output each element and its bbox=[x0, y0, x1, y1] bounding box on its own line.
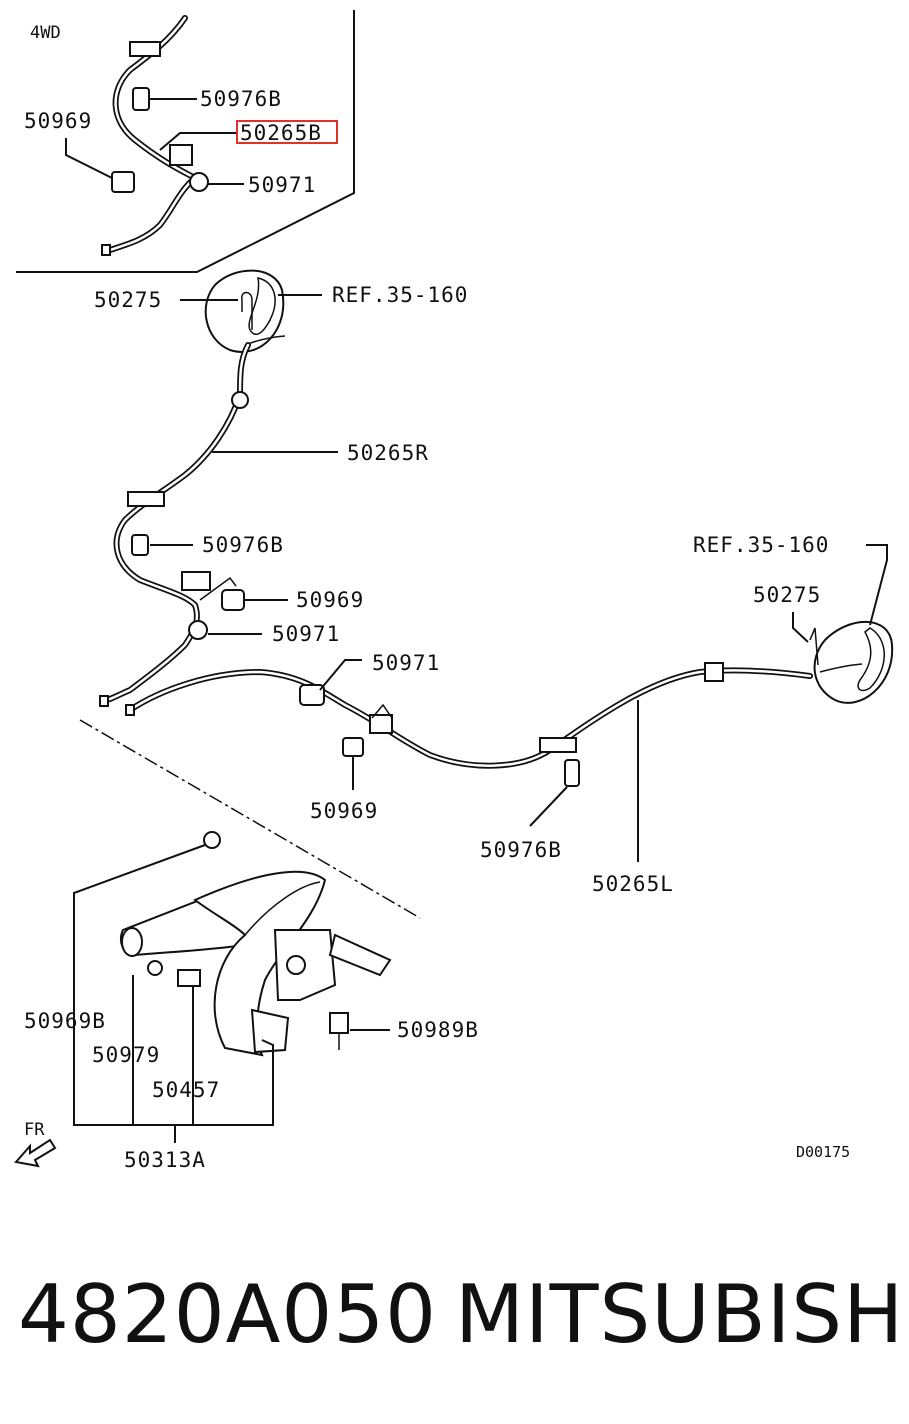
upper-label-50275: 50275 bbox=[94, 288, 162, 312]
right-drum-plate bbox=[813, 620, 894, 704]
highlight-box bbox=[236, 120, 338, 144]
label-50265R: 50265R bbox=[347, 441, 429, 465]
parking-brake-lever: 50989B bbox=[119, 831, 479, 1057]
mid-label-50969: 50969 bbox=[296, 588, 364, 612]
inset-clip bbox=[111, 171, 135, 193]
lever-label-50979: 50979 bbox=[92, 1043, 160, 1067]
lever-switch bbox=[177, 969, 201, 987]
inset-cable-end bbox=[101, 244, 111, 256]
cable-r-ring bbox=[188, 620, 208, 640]
cable-50265L: 50971 50969 50976B 50265L bbox=[125, 651, 813, 896]
mid-label-50976B: 50976B bbox=[202, 533, 284, 557]
inset-border bbox=[16, 10, 355, 273]
inset-bolt bbox=[132, 87, 150, 111]
inset-label-50969: 50969 bbox=[24, 109, 92, 133]
cable-r-clamp bbox=[127, 491, 165, 507]
inset-clamp bbox=[129, 41, 161, 57]
front-direction-marker: FR bbox=[14, 1120, 57, 1168]
cable-l-clip bbox=[342, 737, 364, 757]
right-label-50275: 50275 bbox=[753, 583, 821, 607]
cable-r-clip bbox=[221, 589, 245, 611]
upper-drum: 50275 REF.35-160 bbox=[94, 269, 468, 353]
diagram-code: D00175 bbox=[796, 1143, 850, 1161]
label-50265L: 50265L bbox=[592, 872, 674, 896]
cable-50265R: 50265R 50976B 50969 50971 bbox=[99, 342, 429, 707]
lever-bolt-50989B bbox=[329, 1012, 349, 1034]
inset-label-50265B: 50265B bbox=[240, 121, 322, 145]
right-drum: REF.35-160 50275 bbox=[693, 533, 894, 704]
lever-assembly-bracket: 50969B 50979 50457 50313A bbox=[24, 844, 274, 1172]
lever-label-50313A: 50313A bbox=[124, 1148, 206, 1172]
cable-r-bolt bbox=[131, 534, 149, 556]
lever-label-50969B: 50969B bbox=[24, 1009, 106, 1033]
inset-label-50976B: 50976B bbox=[200, 87, 282, 111]
mid-label-50971-a: 50971 bbox=[272, 622, 340, 646]
cable-l-end bbox=[125, 704, 135, 716]
right-label-ref: REF.35-160 bbox=[693, 533, 829, 557]
lever-clip-50969B bbox=[147, 960, 163, 976]
cable-r-grommet bbox=[231, 391, 249, 409]
lever-arm bbox=[193, 870, 327, 1057]
part-number: 4820A050 bbox=[18, 1268, 437, 1361]
lever-grip-end bbox=[121, 927, 143, 957]
lower-label-50976B: 50976B bbox=[480, 838, 562, 862]
inset-label-50971: 50971 bbox=[248, 173, 316, 197]
upper-label-ref: REF.35-160 bbox=[332, 283, 468, 307]
cable-l-clamp bbox=[539, 737, 577, 753]
mid-label-50971-b: 50971 bbox=[372, 651, 440, 675]
inset-grommet bbox=[189, 172, 209, 192]
cable-l-bolt bbox=[564, 759, 580, 787]
brand-name: MITSUBISHI bbox=[455, 1268, 909, 1361]
upper-drum-plate bbox=[204, 269, 285, 353]
lever-top-clip bbox=[203, 831, 221, 849]
lever-equalizer bbox=[328, 933, 392, 977]
inset-bracket bbox=[169, 144, 193, 166]
cable-l-joint bbox=[704, 662, 724, 682]
inset-title: 4WD bbox=[30, 23, 61, 43]
inset-4wd: 4WD 50976B 50969 50265B 50971 bbox=[16, 10, 355, 273]
cable-r-bracket bbox=[181, 571, 211, 591]
fr-label: FR bbox=[24, 1120, 45, 1140]
cable-l-bracket bbox=[369, 714, 393, 734]
cable-l-grommet bbox=[299, 684, 325, 706]
lever-base bbox=[250, 1008, 290, 1054]
dashed-guide bbox=[79, 719, 421, 919]
lever-label-50457: 50457 bbox=[152, 1078, 220, 1102]
arrow-icon bbox=[14, 1138, 57, 1168]
lower-label-50969: 50969 bbox=[310, 799, 378, 823]
cable-r-end bbox=[99, 695, 109, 707]
lever-label-50989B: 50989B bbox=[397, 1018, 479, 1042]
lever-pivot bbox=[286, 955, 306, 975]
